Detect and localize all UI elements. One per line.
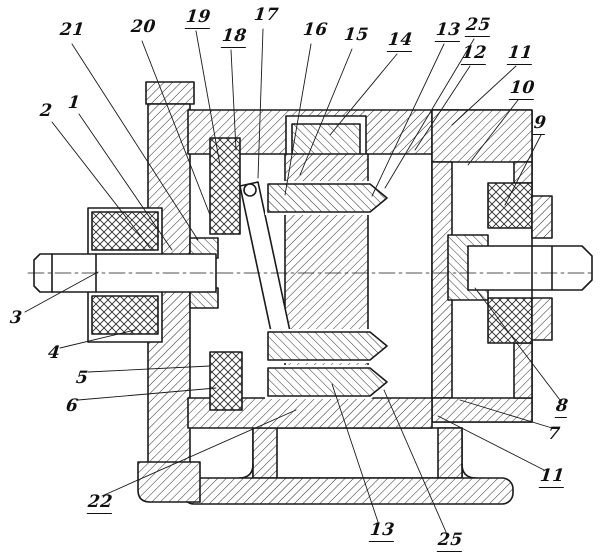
ref-label-5: 5 (75, 368, 90, 388)
ref-label-10: 10 (508, 78, 536, 100)
ref-label-11-lower: 11 (538, 466, 566, 488)
ref-label-20: 20 (130, 17, 157, 37)
spring-stack-lower (209, 351, 243, 411)
ref-label-22: 22 (86, 492, 114, 514)
left-bearing-lower (91, 295, 159, 335)
ref-label-25: 25 (464, 15, 492, 37)
ref-label-6: 6 (65, 396, 80, 416)
spring-stack-upper (209, 137, 241, 235)
ref-label-19: 19 (184, 7, 212, 29)
ref-label-8: 8 (554, 396, 570, 418)
piston-pins (265, 181, 390, 399)
ref-label-11: 11 (506, 43, 534, 65)
pin-upper (267, 183, 388, 213)
leader-lines (24, 28, 561, 533)
ref-label-13: 13 (434, 20, 462, 42)
ref-label-13-bottom: 13 (368, 520, 396, 542)
ref-label-4: 4 (47, 343, 62, 363)
left-bearing-upper (91, 211, 159, 251)
ref-label-18: 18 (220, 26, 248, 48)
right-bearing-lower (487, 297, 533, 344)
ref-label-7: 7 (547, 424, 562, 444)
ref-label-16: 16 (302, 20, 329, 40)
base-mount (182, 427, 514, 505)
ref-label-17: 17 (253, 5, 280, 25)
ref-label-21: 21 (59, 20, 86, 40)
ref-label-3: 3 (9, 308, 24, 328)
pin-lower (267, 367, 388, 397)
ref-label-9: 9 (532, 113, 548, 135)
ref-label-25-bottom: 25 (436, 530, 464, 552)
ref-label-15: 15 (343, 25, 370, 45)
pin-middle (267, 331, 388, 361)
ref-label-2: 2 (39, 101, 54, 121)
right-bearing-upper (487, 182, 533, 229)
spring-stacks (209, 137, 243, 411)
ref-label-14: 14 (386, 30, 414, 52)
right-shaft (467, 245, 593, 291)
ref-label-1: 1 (67, 93, 82, 113)
ref-label-12: 12 (460, 43, 488, 65)
